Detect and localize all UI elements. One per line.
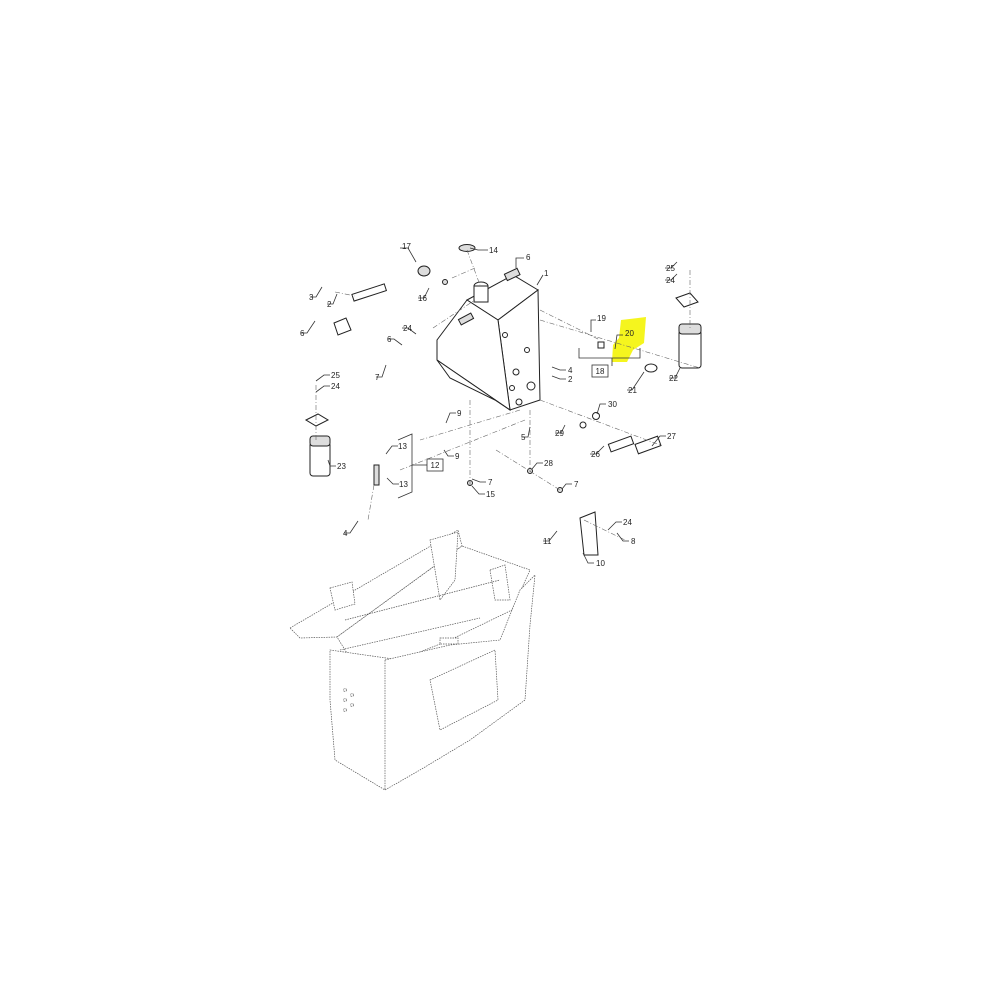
callout-9[interactable]: 9: [457, 409, 462, 418]
fitting-30: [592, 412, 600, 420]
highlight-callout-20: [612, 317, 646, 362]
washer-29: [579, 421, 587, 429]
callout-10[interactable]: 10: [596, 559, 605, 568]
filter-23: [304, 413, 331, 477]
callout-28[interactable]: 28: [544, 459, 553, 468]
callout-16[interactable]: 16: [418, 294, 427, 303]
callout-24[interactable]: 24: [331, 382, 340, 391]
fitting-19: [597, 341, 605, 349]
callout-6[interactable]: 6: [300, 329, 305, 338]
callout-13[interactable]: 13: [398, 442, 407, 451]
callout-30[interactable]: 30: [608, 400, 617, 409]
leader-lines: [301, 247, 681, 564]
filter-22: [675, 292, 702, 369]
callout-5[interactable]: 5: [521, 433, 526, 442]
callout-13[interactable]: 13: [399, 480, 408, 489]
bolt-7: [557, 487, 563, 493]
callout-14[interactable]: 14: [489, 246, 498, 255]
callout-6[interactable]: 6: [387, 335, 392, 344]
callout-27[interactable]: 27: [667, 432, 676, 441]
callout-4[interactable]: 4: [343, 529, 348, 538]
callout-25[interactable]: 25: [331, 371, 340, 380]
filler-cap-17: [417, 265, 431, 277]
callout-2[interactable]: 2: [327, 300, 332, 309]
callout-24[interactable]: 24: [623, 518, 632, 527]
callout-21[interactable]: 21: [628, 386, 637, 395]
fitting-16: [442, 279, 448, 285]
callout-26[interactable]: 26: [591, 450, 600, 459]
callout-24[interactable]: 24: [403, 324, 412, 333]
callout-label: 18: [596, 367, 605, 376]
callout-7[interactable]: 7: [574, 480, 579, 489]
strap-13: [373, 464, 380, 486]
callout-17[interactable]: 17: [402, 242, 411, 251]
machine-frame: [289, 529, 536, 791]
hose-27: [634, 435, 662, 455]
callout-11[interactable]: 11: [543, 537, 552, 546]
callout-29[interactable]: 29: [555, 429, 564, 438]
callout-25[interactable]: 25: [666, 264, 675, 273]
callout-23[interactable]: 23: [337, 462, 346, 471]
hose-26: [607, 435, 635, 453]
group-bracket-12: [397, 433, 413, 499]
callout-20[interactable]: 20: [625, 329, 634, 338]
callout-19[interactable]: 19: [597, 314, 606, 323]
callout-8[interactable]: 8: [631, 537, 636, 546]
callout-box-12[interactable]: 12: [426, 458, 444, 472]
bracket-10: [579, 511, 599, 556]
callout-box-18[interactable]: 18: [591, 364, 609, 378]
callout-22[interactable]: 22: [669, 374, 678, 383]
group-bracket-18: [578, 348, 641, 359]
hydraulic-tank: [436, 267, 541, 412]
callout-3[interactable]: 3: [309, 293, 314, 302]
callout-7[interactable]: 7: [488, 478, 493, 487]
callout-24[interactable]: 24: [666, 276, 675, 285]
elbow-21: [644, 363, 658, 373]
breather-14: [458, 244, 476, 252]
callout-labels: 1 2 2 3 4 4 5 6 6 6 7 7 7 8 9 9 10 11 13…: [300, 242, 678, 568]
callout-9[interactable]: 9: [455, 452, 460, 461]
callout-7[interactable]: 7: [375, 373, 380, 382]
callout-4[interactable]: 4: [568, 366, 573, 375]
bracket-6: [333, 317, 352, 336]
callout-6[interactable]: 6: [526, 253, 531, 262]
callout-label: 12: [431, 461, 440, 470]
assembly-lines: [315, 249, 701, 541]
bracket-left: [351, 283, 388, 302]
callout-1[interactable]: 1: [544, 269, 549, 278]
callout-15[interactable]: 15: [486, 490, 495, 499]
callout-2[interactable]: 2: [568, 375, 573, 384]
